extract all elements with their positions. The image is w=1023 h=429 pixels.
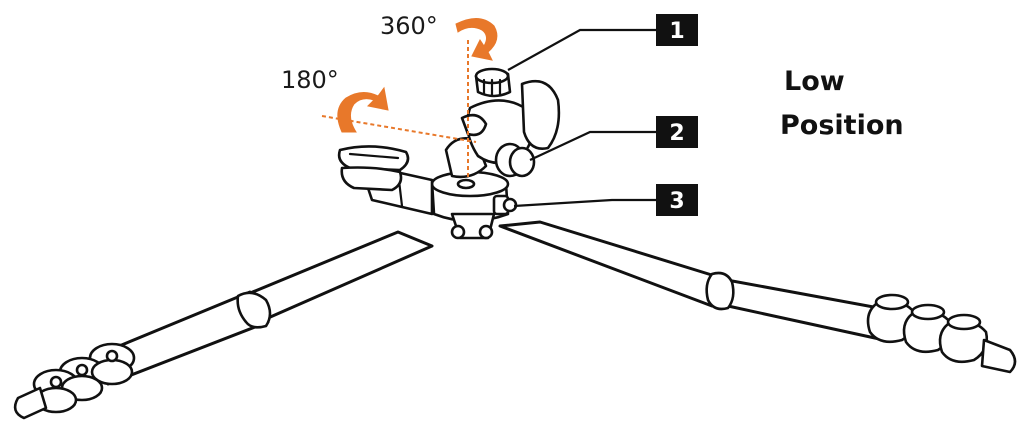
rotation-180-label: 180°: [281, 66, 339, 94]
curved-arrow-icon: [337, 86, 389, 133]
callout-leaders: [507, 28, 656, 208]
center-column: [337, 145, 434, 216]
callout-3: 3: [656, 184, 698, 216]
rotation-360-label: 360°: [380, 12, 438, 40]
pan-knob: [474, 67, 512, 98]
left-leg: [13, 230, 434, 420]
callout-2: 2: [656, 116, 698, 148]
right-foot: [866, 293, 1017, 374]
right-leg: [498, 220, 1017, 374]
svg-text:1: 1: [669, 19, 684, 44]
svg-text:3: 3: [669, 189, 684, 214]
left-foot: [13, 342, 136, 420]
title-line-1: Low: [784, 66, 845, 97]
svg-text:2: 2: [669, 121, 684, 146]
center-hub: [430, 170, 518, 240]
tilt-knob: [494, 142, 536, 178]
horizontal-tilt-axis: [321, 115, 477, 143]
callout-1: 1: [656, 14, 698, 46]
title-line-2: Position: [780, 110, 904, 141]
ball-head: [444, 67, 561, 179]
rotation-axes: [321, 40, 477, 180]
curved-arrow-icon: [455, 18, 498, 61]
hub-lock-knob: [492, 194, 518, 216]
